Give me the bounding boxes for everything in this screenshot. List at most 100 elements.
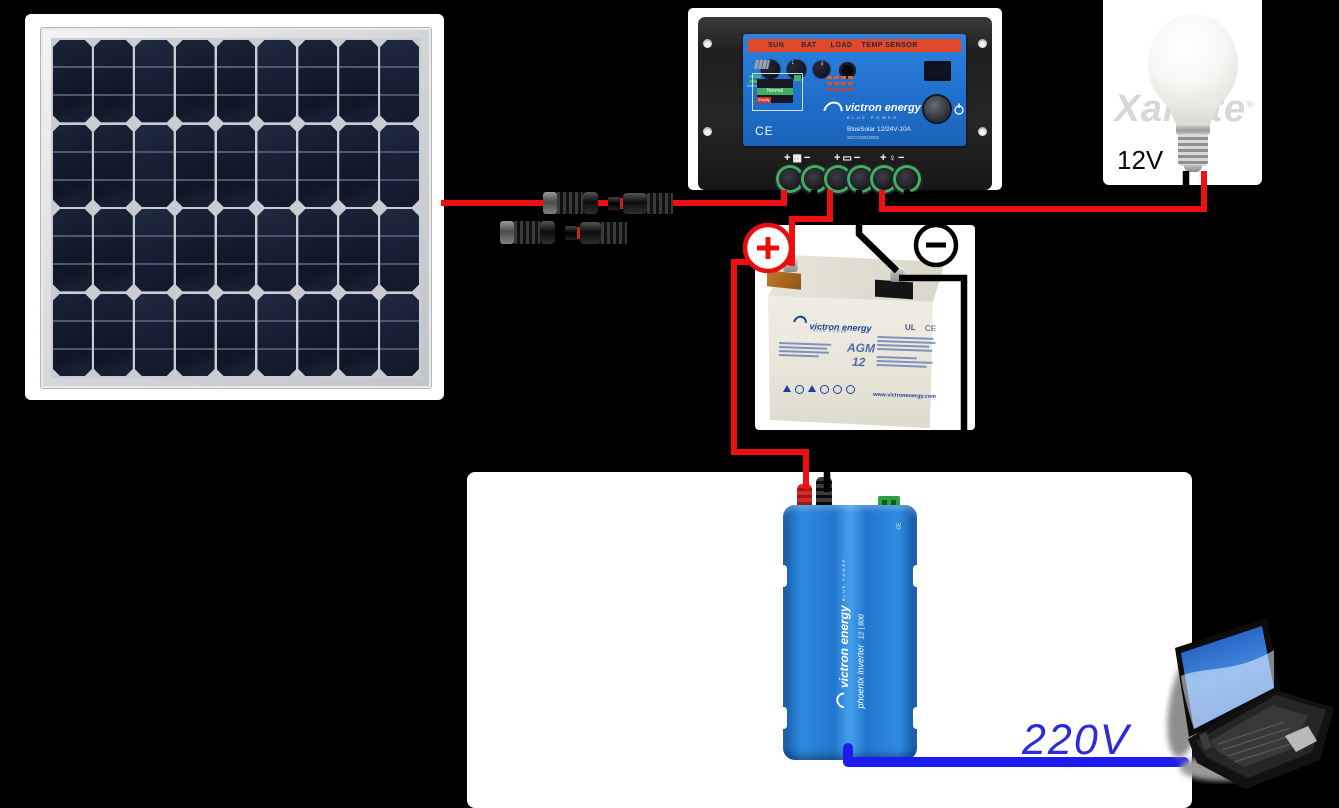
solar-cell — [135, 209, 174, 292]
label-sun: SUN — [768, 42, 785, 49]
solar-cell — [339, 294, 378, 377]
solar-panel-photo — [25, 14, 444, 400]
solar-cell — [257, 294, 296, 377]
laptop-key-rows — [1217, 721, 1301, 763]
battery-negative-post[interactable] — [890, 267, 905, 282]
solar-cell — [298, 125, 337, 208]
laptop-screen — [1181, 626, 1274, 729]
solar-cell — [94, 125, 133, 208]
label-bat: BAT — [801, 42, 817, 49]
bulb-glass — [1148, 14, 1238, 114]
solar-cell — [176, 40, 215, 123]
solar-cell — [298, 294, 337, 377]
ac-voltage-label: 220V — [1022, 716, 1131, 764]
battery-positive-post[interactable] — [783, 257, 798, 272]
solar-cell — [135, 40, 174, 123]
inverter-body: CE — [780, 505, 920, 760]
battery-capacity: 12 — [851, 354, 866, 370]
battery-photo: victron energy BLUE POWER UL CE AGM 12 w… — [755, 225, 975, 430]
mc4-connector-male — [565, 222, 627, 244]
solar-cell — [217, 294, 256, 377]
terminal-solar-minus[interactable] — [804, 168, 826, 190]
solar-cell — [380, 125, 419, 208]
solar-cell — [380, 40, 419, 123]
bulb-collar — [1176, 123, 1210, 135]
ac-chip-icon — [794, 75, 801, 81]
lamp-icon: ♀ — [888, 152, 896, 164]
solar-cell — [94, 209, 133, 292]
led-scale-icon — [827, 88, 853, 91]
inverter-notch — [913, 565, 920, 587]
controller-brand: victron energy — [845, 102, 921, 114]
terminal-battery-plus[interactable] — [827, 168, 849, 190]
terminal-load-plus[interactable] — [873, 168, 895, 190]
solar-terminal-label: + ▦ − — [784, 152, 810, 164]
bat-led-icon — [786, 59, 807, 80]
victron-swirl-icon — [819, 97, 847, 125]
terminal-battery-minus[interactable] — [850, 168, 872, 190]
solar-cell — [53, 294, 92, 377]
battery-status-icon: Normal Empty — [757, 79, 793, 103]
solar-cell — [135, 294, 174, 377]
solar-cell — [176, 294, 215, 377]
battery-icon: ▭ — [842, 152, 852, 164]
empty-label: Empty — [757, 97, 771, 103]
controller-serial: SCC010010000 — [847, 135, 880, 140]
inverter-notch — [780, 565, 787, 587]
bulb-voltage-label: 12V — [1117, 145, 1164, 175]
solar-cell — [257, 209, 296, 292]
inverter-notch — [780, 707, 787, 729]
inverter-positive-clamp[interactable] — [797, 484, 812, 510]
laptop-base — [1188, 690, 1334, 789]
terminal-load-minus[interactable] — [896, 168, 918, 190]
inverter-label: victron energy BLUE POWER phoenix invert… — [783, 505, 917, 760]
mounting-hole-icon — [978, 127, 987, 136]
battery-negative-plate — [875, 279, 913, 300]
solar-cell — [380, 209, 419, 292]
solar-cell — [217, 209, 256, 292]
down-arrow-icon: ↓ — [791, 59, 795, 66]
inverter-brand: victron energy — [836, 604, 851, 688]
solar-cell — [217, 125, 256, 208]
solar-cell — [257, 40, 296, 123]
charge-controller-body: SUN BAT LOAD TEMP SENSOR ↓ ♀ — [698, 17, 992, 190]
controller-faceplate: SUN BAT LOAD TEMP SENSOR ↓ ♀ — [743, 34, 966, 146]
solar-panel-frame — [40, 27, 432, 389]
power-button[interactable] — [924, 96, 950, 122]
minus-sign: − — [853, 152, 861, 164]
solar-panel-cells — [51, 38, 421, 378]
controller-brand-sub: BLUE POWER — [847, 115, 899, 120]
laptop-keyboard — [1210, 705, 1308, 767]
solar-cell — [53, 40, 92, 123]
mc4-connector-female — [543, 192, 598, 214]
solar-cell — [257, 125, 296, 208]
solar-cell — [94, 40, 133, 123]
plus-sign: + — [834, 152, 841, 164]
controller-ce-mark: CE — [755, 124, 774, 138]
minus-sign: − — [803, 152, 811, 164]
certification-icons — [783, 385, 855, 394]
bulb-screw-base — [1178, 134, 1208, 166]
load-led-icon — [812, 60, 831, 79]
plus-sign: + — [880, 152, 887, 164]
terminal-solar-plus[interactable] — [779, 168, 801, 190]
solar-cell — [176, 209, 215, 292]
normal-label: Normal — [757, 88, 793, 95]
victron-swirl-icon — [832, 689, 855, 711]
battery-ce-mark: CE — [924, 323, 937, 334]
over-voltage-label: Over voltage — [747, 84, 767, 88]
mini-solar-icon — [754, 60, 770, 69]
battery-ul-mark: UL — [904, 322, 916, 333]
led-scale-icon — [827, 76, 853, 79]
solar-cell — [380, 294, 419, 377]
solar-cell — [217, 40, 256, 123]
label-temp-sensor: TEMP SENSOR — [861, 42, 918, 49]
label-load: LOAD — [830, 42, 853, 49]
bulb-tip — [1184, 165, 1202, 172]
temp-sensor-jack-icon — [839, 62, 856, 79]
controller-display — [924, 61, 951, 81]
controller-header-strip: SUN BAT LOAD TEMP SENSOR — [748, 39, 961, 52]
solar-cell — [94, 294, 133, 377]
controller-model: BlueSolar 12/24V-10A — [847, 126, 911, 133]
victron-swirl-icon — [790, 312, 810, 332]
